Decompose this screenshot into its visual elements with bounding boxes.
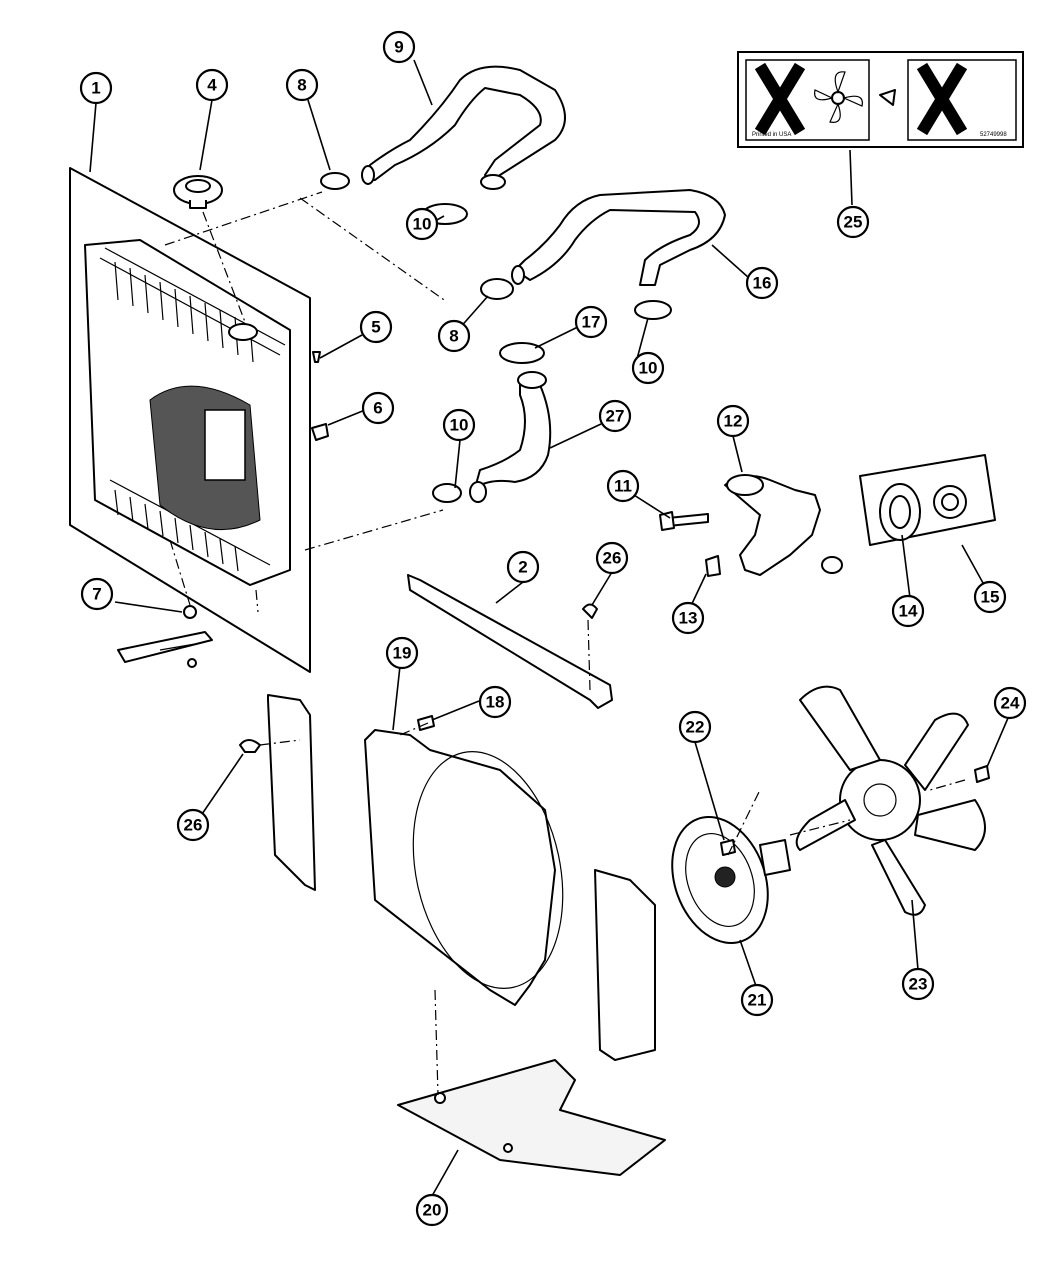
svg-text:26: 26 — [184, 816, 203, 835]
svg-text:17: 17 — [582, 313, 601, 332]
svg-text:9: 9 — [394, 38, 403, 57]
lower-splash-shield — [397, 1059, 666, 1176]
fan-warning-decal: Printed in USA 52749998 — [737, 51, 1024, 148]
decal-text-right: 52749998 — [980, 132, 1007, 138]
svg-text:21: 21 — [748, 991, 767, 1010]
svg-text:5: 5 — [371, 318, 380, 337]
svg-text:8: 8 — [449, 327, 458, 346]
callout-21: 21 — [740, 983, 774, 1017]
callout-13: 13 — [671, 601, 705, 635]
svg-text:8: 8 — [297, 76, 306, 95]
fan-shroud — [364, 715, 564, 1006]
callout-12: 12 — [716, 404, 750, 438]
callout-4: 4 — [195, 68, 229, 102]
svg-text:20: 20 — [423, 1201, 442, 1220]
svg-text:24: 24 — [1001, 694, 1020, 713]
callout-20: 20 — [415, 1193, 449, 1227]
svg-text:4: 4 — [207, 76, 217, 95]
callout-6: 6 — [361, 391, 395, 425]
svg-text:7: 7 — [92, 585, 101, 604]
callout-9: 9 — [382, 30, 416, 64]
svg-text:6: 6 — [373, 399, 382, 418]
callout-7: 7 — [80, 577, 114, 611]
callout-10-top: 10 — [405, 207, 439, 241]
callout-10-right: 10 — [631, 351, 665, 385]
callout-16: 16 — [745, 266, 779, 300]
svg-text:1: 1 — [91, 79, 100, 98]
callout-24: 24 — [993, 686, 1027, 720]
cooling-fan — [795, 685, 990, 916]
svg-text:27: 27 — [606, 407, 625, 426]
svg-text:11: 11 — [614, 477, 632, 496]
svg-text:10: 10 — [639, 359, 658, 378]
upper-hose — [361, 65, 566, 190]
hose-clamps — [320, 172, 672, 503]
fan-clutch — [671, 816, 791, 944]
svg-text:19: 19 — [393, 644, 412, 663]
svg-text:22: 22 — [686, 718, 705, 737]
svg-text:15: 15 — [981, 588, 1000, 607]
callout-17: 17 — [574, 305, 608, 339]
callout-19: 19 — [385, 636, 419, 670]
svg-text:13: 13 — [679, 609, 698, 628]
callout-14: 14 — [891, 594, 925, 628]
callout-25: 25 — [836, 205, 870, 239]
radiator-cap — [173, 175, 223, 209]
callout-10-lower: 10 — [442, 408, 476, 442]
decal-text-left: Printed in USA — [752, 132, 791, 138]
callout-8-lower: 8 — [437, 319, 471, 353]
callout-8-upper: 8 — [285, 68, 319, 102]
thermostat-housing — [659, 474, 843, 577]
svg-text:14: 14 — [899, 602, 918, 621]
radiator-assembly — [69, 167, 311, 673]
callout-22: 22 — [678, 710, 712, 744]
svg-text:25: 25 — [844, 213, 863, 232]
callout-2: 2 — [506, 550, 540, 584]
callout-18: 18 — [478, 685, 512, 719]
callout-5: 5 — [359, 310, 393, 344]
callout-15: 15 — [973, 580, 1007, 614]
fan-shroud-seal — [407, 574, 613, 709]
alignment-lines — [164, 191, 966, 1096]
thermostat-gasket-kit — [859, 454, 996, 546]
leader-lines — [89, 59, 1009, 1197]
callout-11: 11 — [606, 469, 640, 503]
svg-text:16: 16 — [753, 274, 772, 293]
callout-23: 23 — [901, 967, 935, 1001]
callout-27: 27 — [598, 399, 632, 433]
heater-hose — [511, 189, 726, 286]
callout-26-left: 26 — [176, 808, 210, 842]
svg-text:12: 12 — [724, 412, 743, 431]
svg-text:26: 26 — [603, 549, 622, 568]
side-baffle-right — [594, 869, 656, 1061]
svg-text:23: 23 — [909, 975, 928, 994]
svg-text:10: 10 — [413, 215, 432, 234]
lower-radiator-hose — [469, 371, 552, 503]
svg-text:10: 10 — [450, 416, 469, 435]
side-baffle-left — [239, 694, 316, 891]
callout-1: 1 — [79, 71, 113, 105]
callout-26-top: 26 — [595, 541, 629, 575]
svg-text:2: 2 — [518, 558, 527, 577]
svg-text:18: 18 — [486, 693, 505, 712]
radiator-screws — [311, 351, 329, 441]
